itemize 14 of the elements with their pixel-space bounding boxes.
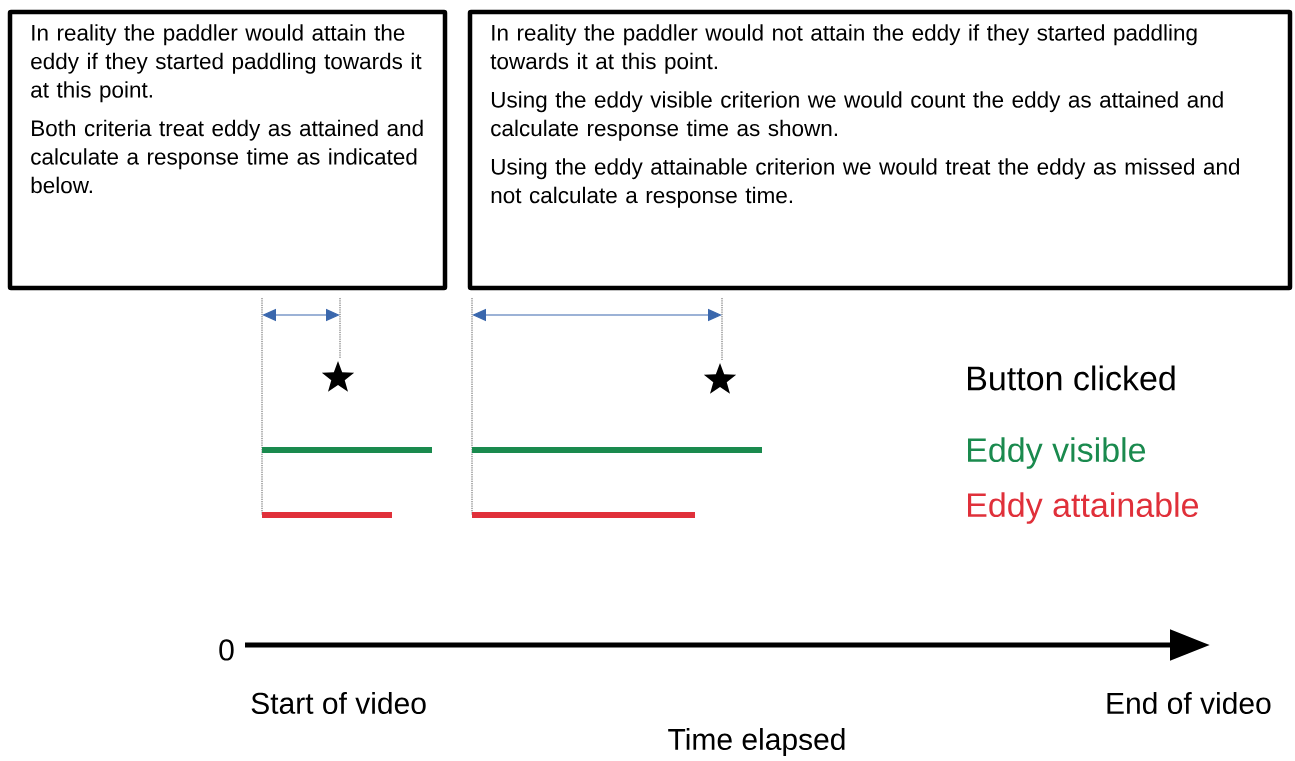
label-text: 0	[219, 639, 234, 661]
label-text: Button clicked	[968, 365, 1175, 391]
text-box	[7, 9, 448, 291]
paragraph: In reality the paddler would attain the eddy if they started paddling towards it at this point.	[31, 24, 422, 103]
paragraph: Both criteria treat eddy as attained and calculate a response time as indicated below.	[31, 119, 423, 194]
paragraph: Using the eddy visible criterion we would count the eddy as attained and calculate response time as shown.	[491, 91, 1223, 141]
paragraph: In reality the paddler would not attain the eddy if they started paddling towards it at this point.	[490, 24, 1197, 74]
label-text: Start of video	[251, 692, 426, 714]
label-text: Eddy attainable	[968, 492, 1199, 524]
label-text: Eddy visible	[968, 437, 1146, 469]
label-text: Time elapsed	[668, 728, 845, 756]
label-text: End of video	[1107, 692, 1271, 714]
text-box	[467, 9, 1293, 291]
paragraph: Using the eddy attainable criterion we would treat the eddy as missed and not calculate a response time.	[491, 158, 1239, 208]
